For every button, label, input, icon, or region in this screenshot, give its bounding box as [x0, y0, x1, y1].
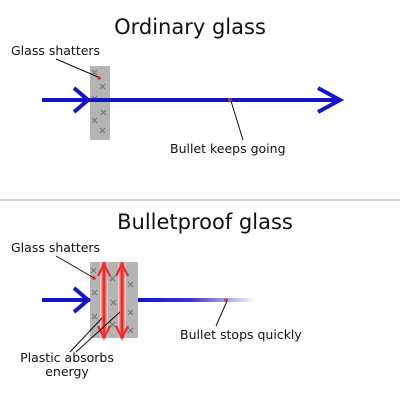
- bulletproof-glass-panel: Bulletproof glass: [11, 210, 302, 379]
- leader-line-shatters-bottom: [55, 255, 95, 279]
- label-plastic-energy: energy: [45, 364, 89, 379]
- label-glass-shatters-top: Glass shatters: [11, 43, 100, 58]
- ordinary-glass-panel: Ordinary glass Glass shatters Bullet kee…: [11, 15, 345, 156]
- energy-arrow-1-top: [97, 261, 111, 277]
- label-glass-shatters-bottom: Glass shatters: [11, 240, 100, 255]
- bullet-marker-bottom: [224, 298, 228, 302]
- leader-line-shatters-top: [55, 58, 99, 78]
- leader-line-stops: [215, 300, 228, 327]
- energy-arrow-2-bottom: [115, 325, 129, 341]
- leader-line-plastic-2: [75, 311, 121, 353]
- label-bullet-stops: Bullet stops quickly: [180, 327, 302, 342]
- leader-line-plastic-1: [69, 317, 103, 353]
- bullet-arrow-chevron: [72, 86, 92, 114]
- glass-layer-1: [90, 262, 100, 338]
- label-bullet-keeps-going: Bullet keeps going: [170, 141, 286, 156]
- bullet-arrow-fading: [138, 298, 256, 302]
- laminated-glass-cracks: [90, 267, 134, 334]
- bulletproof-glass-title: Bulletproof glass: [117, 210, 293, 234]
- glass-layer-2: [108, 262, 118, 338]
- energy-arrow-2-top: [115, 261, 129, 277]
- glass-layer-3: [126, 262, 138, 338]
- bullet-arrow-chevron-bottom: [72, 286, 92, 314]
- glass-cracks: [91, 69, 107, 134]
- bullet-arrow-head: [317, 86, 345, 114]
- bullet-marker: [228, 98, 232, 102]
- leader-line-keeps-going: [230, 100, 244, 141]
- impact-point: [97, 76, 101, 80]
- label-plastic-absorbs: Plastic absorbs: [20, 350, 114, 365]
- ordinary-glass-title: Ordinary glass: [114, 15, 266, 39]
